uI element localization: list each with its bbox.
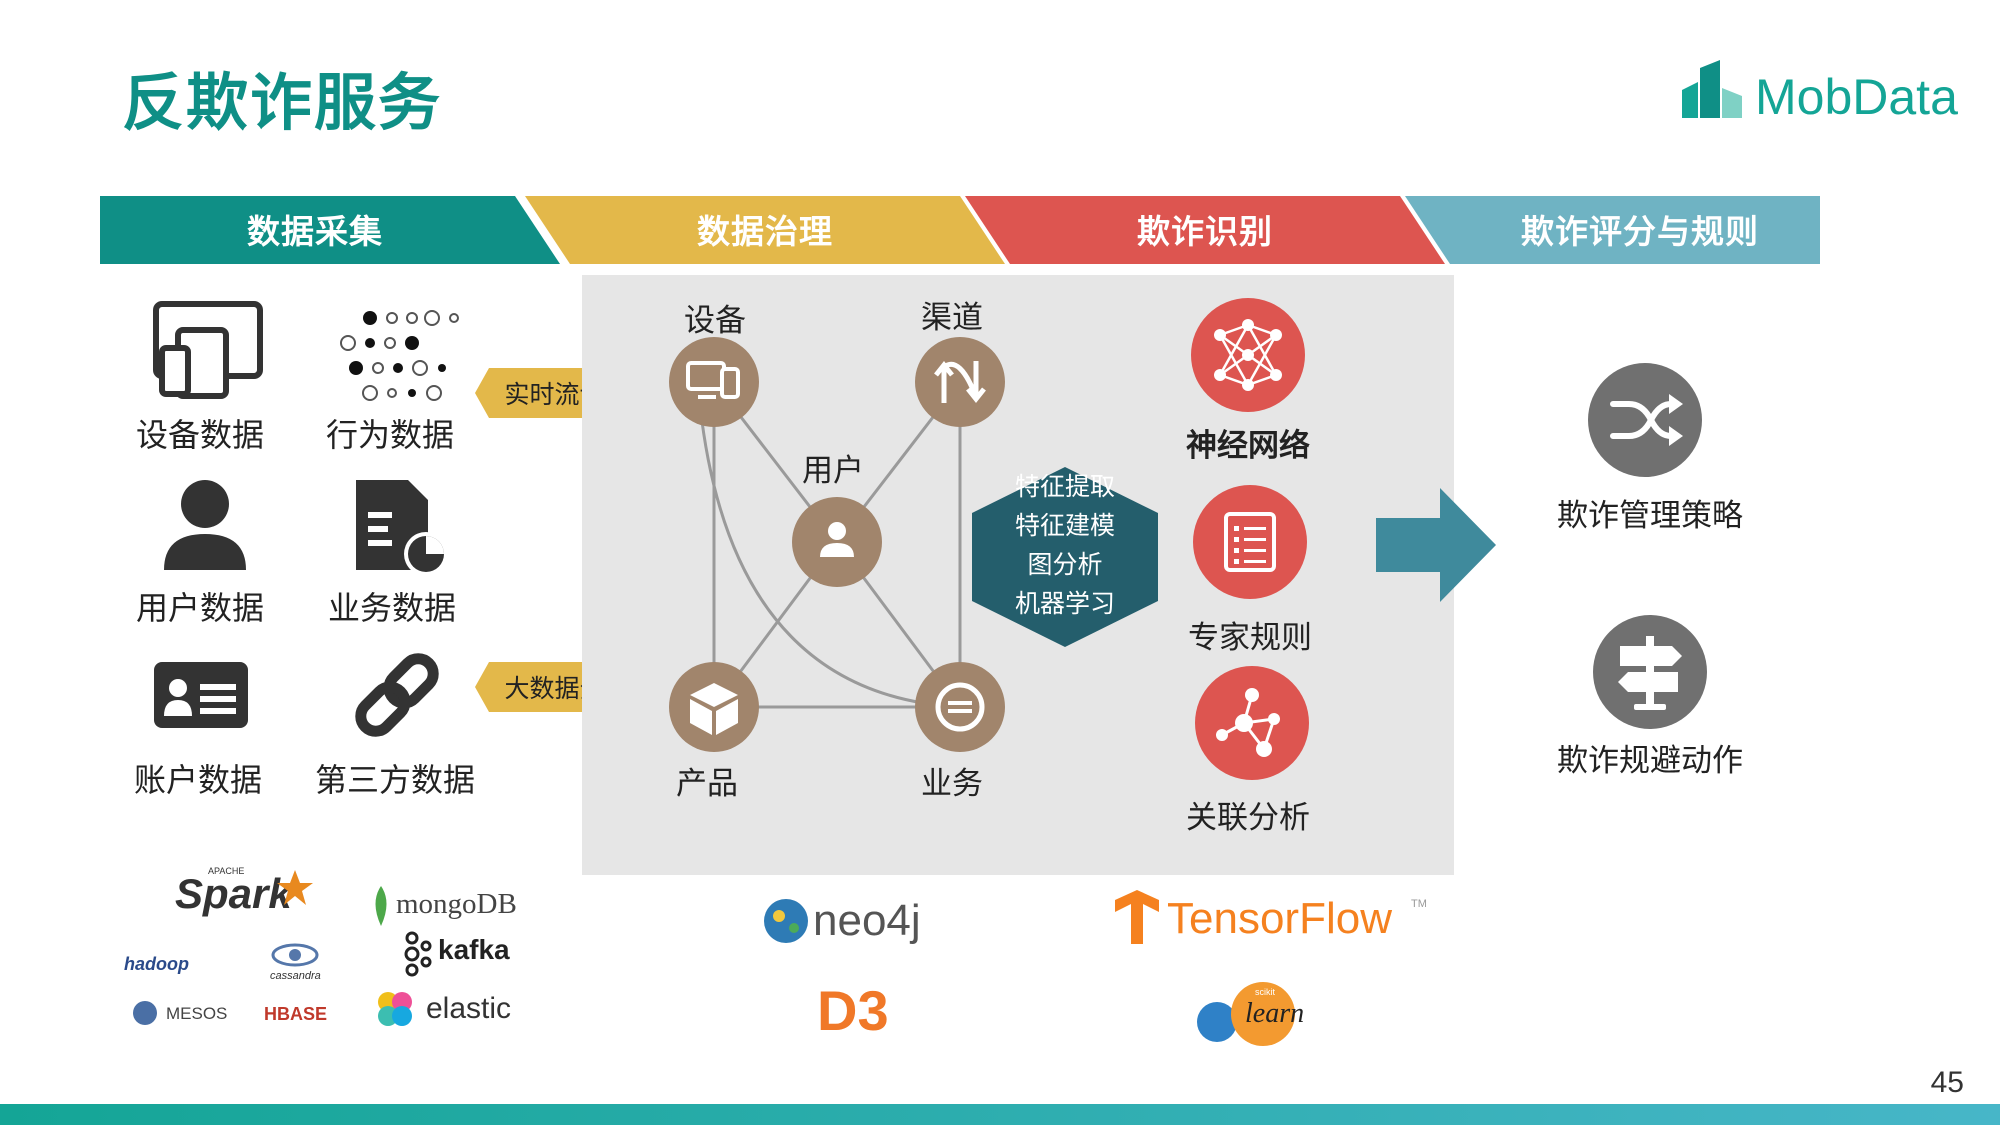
spark-apache-label: APACHE [208,866,245,876]
mesos-logo: MESOS [166,1004,228,1023]
action-label-avoidance: 欺诈规避动作 [1557,743,1743,779]
hadoop-logo: hadoop [124,954,189,974]
collection-label-device: 设备数据 [135,416,264,454]
devices-icon [153,301,263,399]
brand-name: MobData [1755,69,1958,125]
dots-pattern-icon [340,310,459,401]
spark-logo: Spark [175,870,292,917]
user-icon [164,480,246,570]
list-icon [1193,485,1307,599]
elastic-icon [378,992,412,1026]
brand-logo: MobData [1680,60,1970,130]
sklearn-logo: learn [1245,998,1305,1029]
d3-logo: D3 [817,979,889,1042]
collection-label-thirdparty: 第三方数据 [314,761,475,799]
spark-star-icon [277,870,313,905]
device-node [669,337,759,427]
hexagon-line-1: 特征提取 [1014,472,1115,501]
tensorflow-icon [1115,890,1159,944]
neural-network-icon [1191,298,1305,412]
network-graph-icon [1195,666,1309,780]
collection-label-account: 账户数据 [133,761,262,799]
stage-3-label: 欺诈识别 [1137,212,1273,251]
mesos-icon [133,1001,157,1025]
collection-label-user: 用户数据 [135,589,264,627]
node-label-business: 业务 [921,766,983,802]
recognition-label-rules: 专家规则 [1188,620,1312,656]
product-node [669,662,759,752]
user-node [792,497,882,587]
storage-logos: mongoDB kafka elastic [370,882,550,1042]
kafka-icon [404,931,432,977]
elastic-logo: elastic [426,992,512,1025]
page-title: 反欺诈服务 [122,66,443,139]
neo4j-logo: neo4j [813,896,921,945]
hexagon-line-3: 图分析 [1027,550,1103,579]
neo4j-icon [764,899,808,943]
hbase-logo: HBASE [264,1004,328,1024]
stage-3-band [965,196,1445,264]
signpost-icon [1593,615,1707,729]
collection-label-behavior: 行为数据 [325,416,454,454]
collection-label-business: 业务数据 [327,589,456,627]
stage-2-label: 数据治理 [697,212,833,251]
hexagon-line-2: 特征建模 [1014,511,1115,540]
stage-1-band [100,196,560,264]
ml-logos: TensorFlow TM scikit learn [1105,890,1435,1060]
channel-node [915,337,1005,427]
mobdata-logo-icon [1682,60,1742,118]
node-label-device: 设备 [684,303,746,339]
stage-1-label: 数据采集 [247,212,383,251]
action-label-strategy: 欺诈管理策略 [1557,498,1743,534]
stage-ribbon [100,196,1820,264]
node-label-product: 产品 [676,766,738,802]
sklearn-icon [1197,982,1295,1046]
page-number: 45 [1930,1066,1964,1099]
recognition-label-neural: 神经网络 [1186,428,1310,464]
stage-4-band [1405,196,1820,264]
graph-logos: neo4j D3 [755,890,955,1050]
hexagon-line-4: 机器学习 [1014,589,1115,618]
business-node [915,662,1005,752]
output-arrow [1376,488,1496,602]
sklearn-scikit-label: scikit [1255,987,1275,997]
recognition-label-correlation: 关联分析 [1186,800,1310,836]
tensorflow-logo: TensorFlow [1167,894,1392,943]
feature-hexagon [972,467,1158,647]
bottom-accent-bar [0,1104,2000,1125]
cassandra-eye-icon [271,943,319,967]
node-label-channel: 渠道 [921,300,983,336]
node-label-user: 用户 [802,453,864,489]
mongodb-logo: mongoDB [396,888,517,920]
tensorflow-tm: TM [1411,898,1427,910]
link-icon [355,653,439,737]
entity-graph [669,337,1005,752]
stage-2-band [525,196,1005,264]
mongodb-leaf-icon [375,886,387,926]
big-data-logos: Spark APACHE hadoop cassandra MESOS HBAS… [120,866,360,1070]
shuffle-icon [1588,363,1702,477]
stage-4-label: 欺诈评分与规则 [1521,212,1759,251]
cassandra-logo: cassandra [270,970,321,982]
kafka-logo: kafka [438,934,510,965]
id-card-icon [154,662,248,728]
document-icon [356,480,448,576]
